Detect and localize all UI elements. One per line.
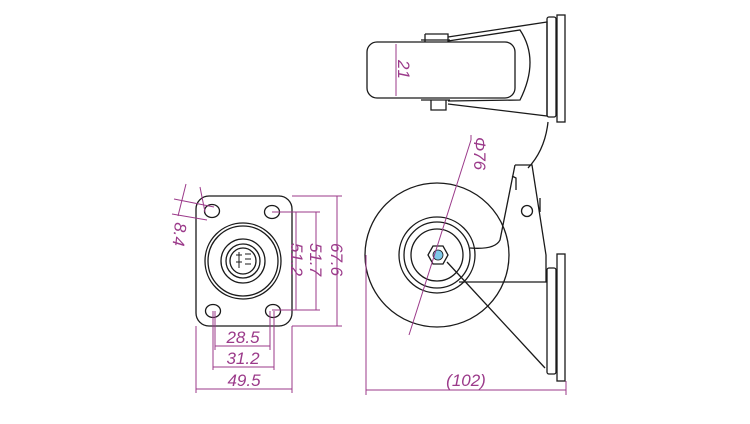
caster-side-view: Φ76 (102) bbox=[364, 121, 567, 395]
dim-hole-offset: 8.4 bbox=[169, 222, 190, 247]
dim-hole-vertical-inner: 51.2 bbox=[287, 243, 306, 277]
dim-plate-width: 49.5 bbox=[227, 371, 261, 390]
logo-icon bbox=[229, 247, 257, 275]
dim-hole-horizontal-inner: 28.5 bbox=[225, 328, 260, 347]
dim-wheel-width: 21 bbox=[394, 59, 413, 79]
dim-plate-height: 67.6 bbox=[327, 243, 346, 277]
dim-total-height: (102) bbox=[446, 371, 486, 390]
dim-wheel-diameter: Φ76 bbox=[470, 137, 489, 171]
mounting-plate-view bbox=[195, 195, 293, 327]
dim-hole-horizontal-outer: 31.2 bbox=[226, 349, 260, 368]
caster-front-view: 21 bbox=[366, 14, 566, 123]
axle-nut-icon bbox=[427, 245, 449, 265]
plate-dimensions: 67.6 51.7 51.2 8.4 28.5 31.2 49.5 bbox=[169, 183, 346, 393]
dim-hole-vertical-outer: 51.7 bbox=[306, 243, 325, 277]
